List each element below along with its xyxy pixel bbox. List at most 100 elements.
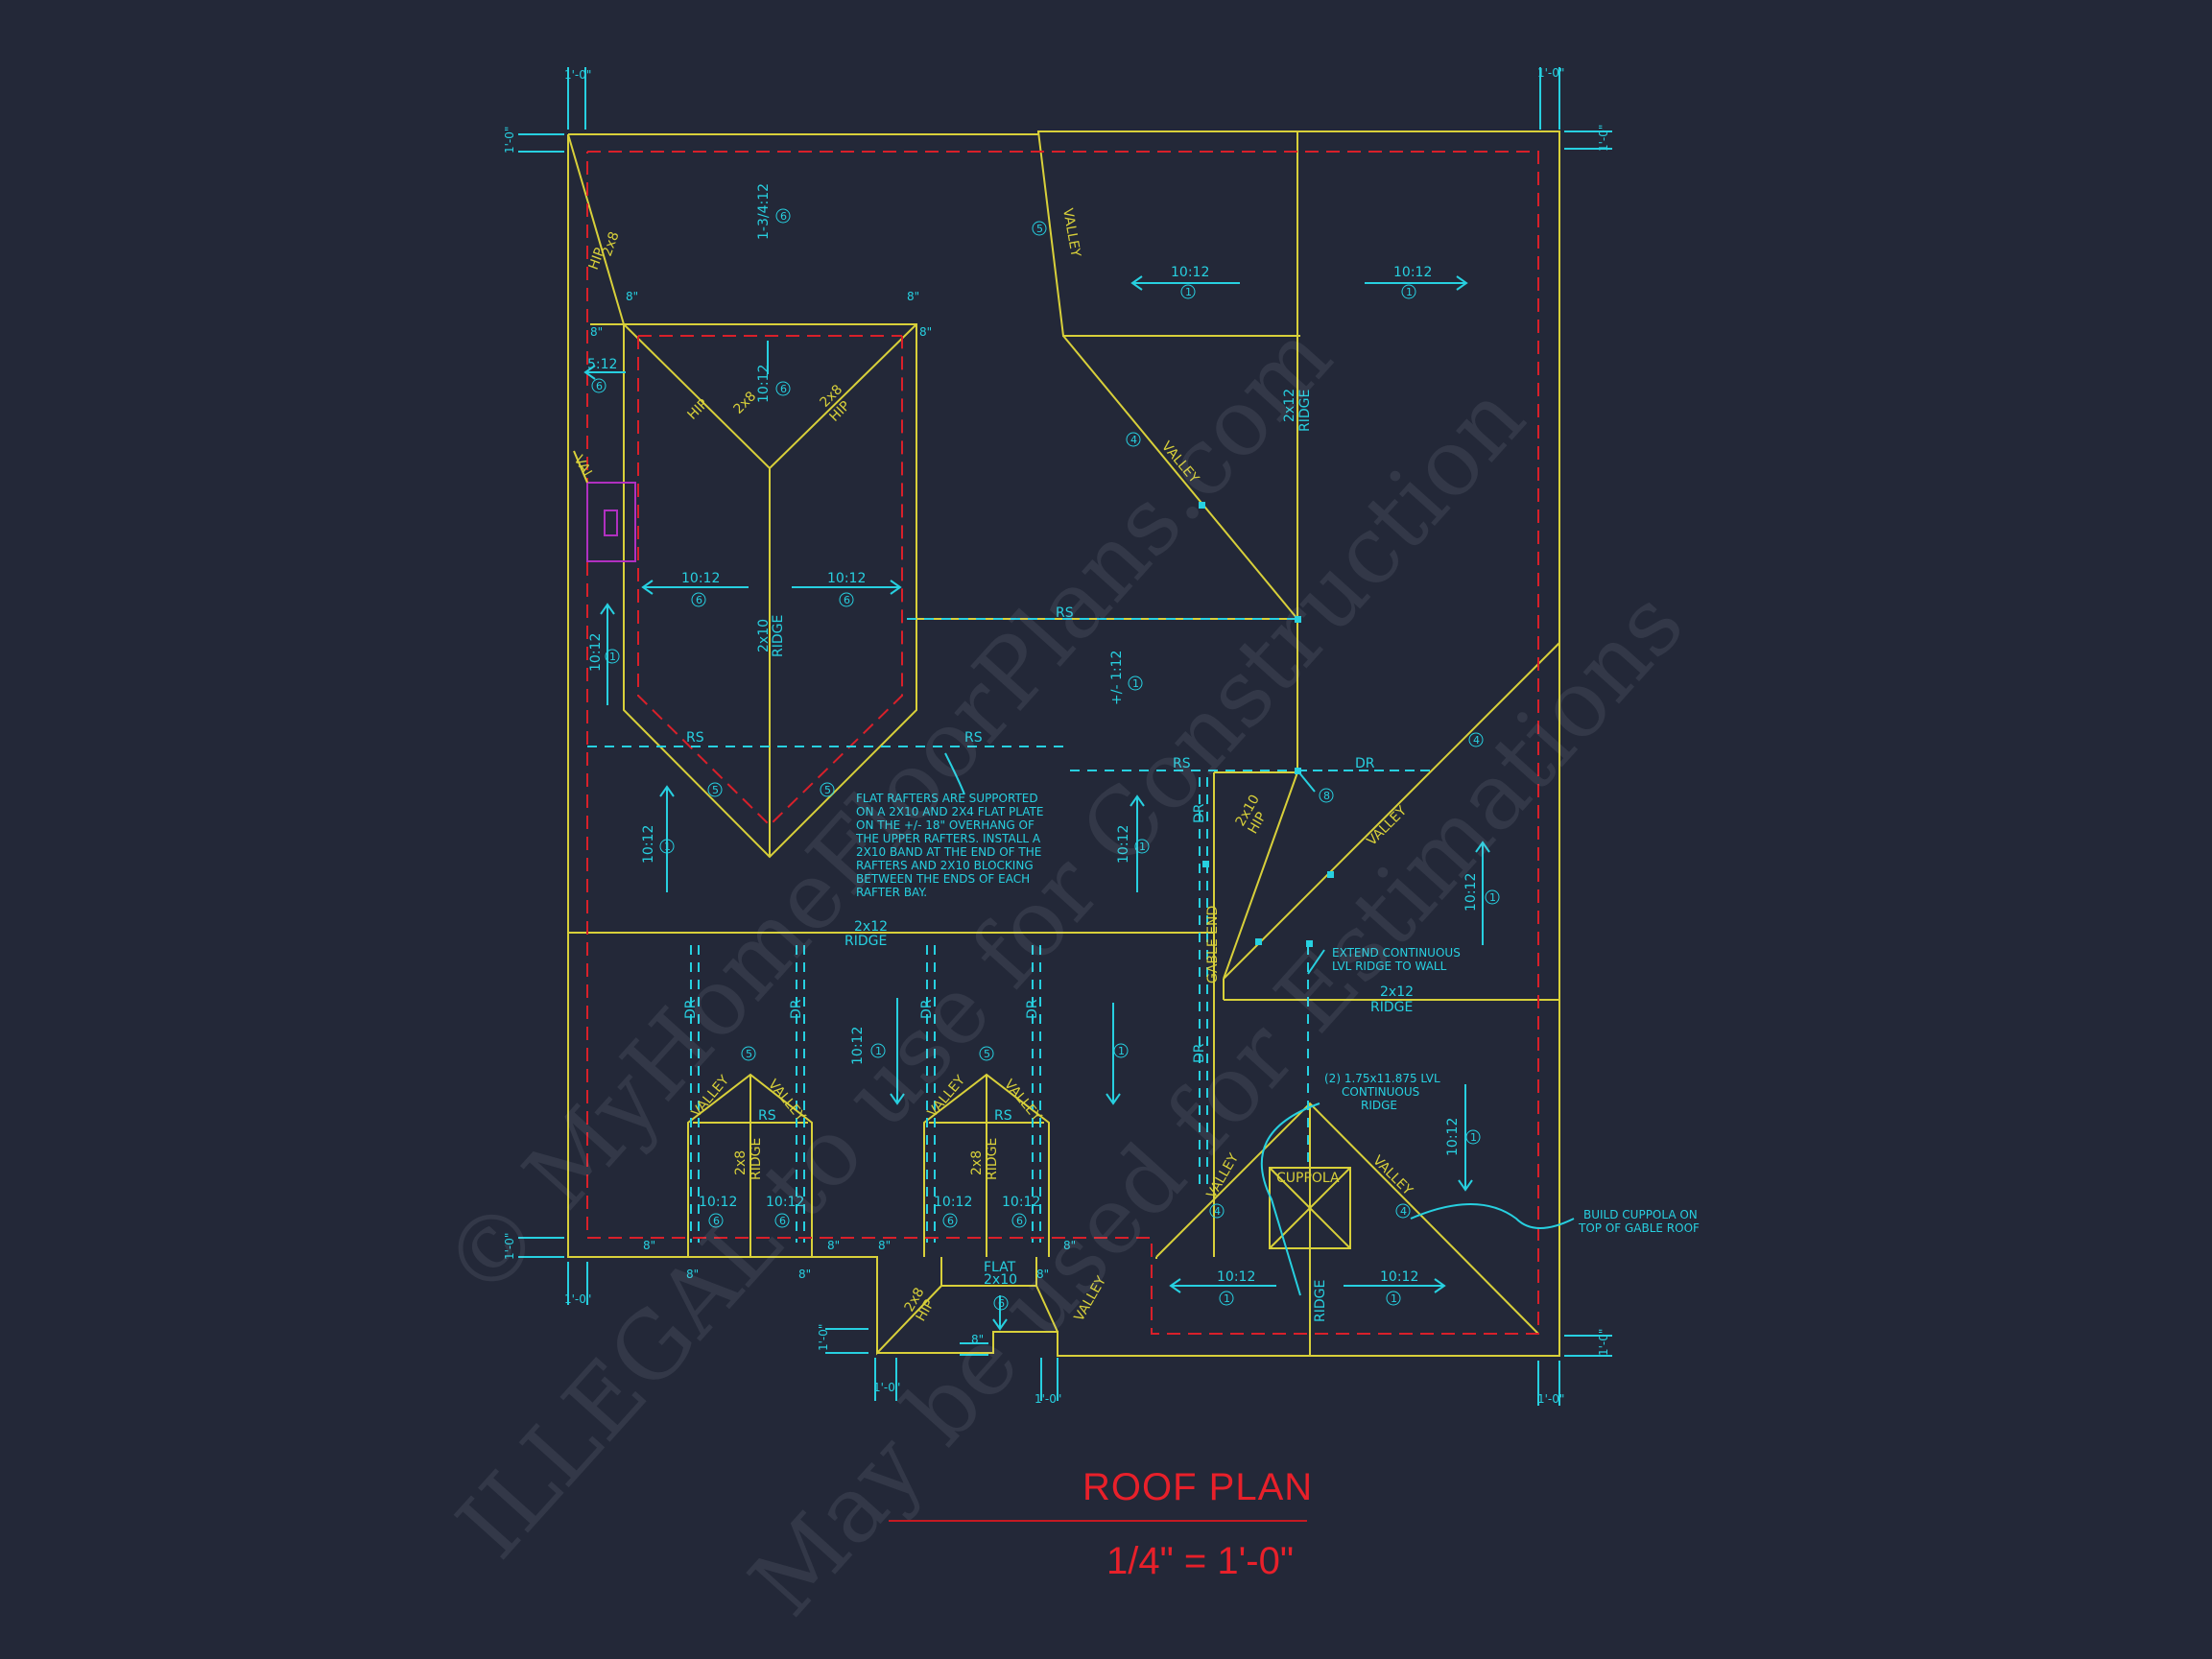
svg-text:6: 6 <box>998 1297 1005 1310</box>
svg-text:1'-0": 1'-0" <box>503 1233 516 1260</box>
svg-text:CONTINUOUS: CONTINUOUS <box>1342 1085 1419 1099</box>
svg-text:1: 1 <box>1391 1292 1397 1305</box>
pitch-label: 5:12 <box>587 357 617 372</box>
drawing-scale: 1/4" = 1'-0" <box>1106 1540 1295 1582</box>
svg-text:6: 6 <box>713 1215 720 1227</box>
ridge-size-label: 2x8 <box>969 1150 985 1175</box>
ridge-size-label: 2x8 <box>733 1150 749 1175</box>
svg-text:1: 1 <box>1185 286 1192 298</box>
svg-text:6: 6 <box>596 380 603 392</box>
pitch-label: 10:12 <box>1171 265 1209 280</box>
svg-text:1'-0": 1'-0" <box>817 1324 830 1351</box>
ridge-size-label: 2x12 <box>854 919 888 935</box>
rs-label: RS <box>686 730 704 746</box>
pitch-label: 1-3/4:12 <box>756 183 772 240</box>
svg-text:1: 1 <box>1118 1045 1125 1057</box>
cuppola-label: CUPPOLA <box>1276 1171 1340 1186</box>
dr-label: DR <box>789 999 804 1019</box>
svg-text:ON A 2X10 AND 2X4 FLAT PLATE: ON A 2X10 AND 2X4 FLAT PLATE <box>856 805 1043 818</box>
svg-text:1: 1 <box>1489 891 1496 904</box>
pitch-label: 10:12 <box>1380 1269 1418 1285</box>
svg-text:1'-0": 1'-0" <box>564 1292 591 1306</box>
svg-text:8": 8" <box>878 1239 891 1252</box>
svg-text:LVL RIDGE TO WALL: LVL RIDGE TO WALL <box>1332 960 1447 973</box>
svg-text:5: 5 <box>746 1048 752 1060</box>
ridge-label: RIDGE <box>1370 1000 1413 1015</box>
dr-label: DR <box>1192 803 1207 823</box>
svg-text:RAFTERS AND 2X10 BLOCKING: RAFTERS AND 2X10 BLOCKING <box>856 859 1034 872</box>
svg-text:8": 8" <box>907 290 919 303</box>
svg-text:6: 6 <box>696 594 702 606</box>
rs-label: RS <box>758 1108 776 1124</box>
ridge-label: RIDGE <box>985 1138 1000 1180</box>
svg-text:6: 6 <box>1016 1215 1023 1227</box>
hip-label: HIP <box>685 396 712 423</box>
svg-text:BETWEEN THE ENDS OF EACH: BETWEEN THE ENDS OF EACH <box>856 872 1030 886</box>
pitch-label: 10:12 <box>1445 1118 1461 1156</box>
annotation-lines <box>518 67 1612 1406</box>
dr-label: DR <box>1355 756 1375 771</box>
svg-text:8": 8" <box>686 1268 699 1281</box>
svg-text:4: 4 <box>1130 434 1137 446</box>
rs-label: RS <box>1173 756 1191 771</box>
dimension-labels: 1'-0" 1'-0" 1'-0" 1'-0" 1'-0" 1'-0" 1'-0… <box>503 66 1610 1406</box>
hip-label: HIP <box>586 246 608 272</box>
rs-label: RS <box>964 730 983 746</box>
ridge-label: RIDGE <box>749 1138 764 1180</box>
ridge-size-label: 2x10 <box>756 619 772 652</box>
svg-text:RAFTER BAY.: RAFTER BAY. <box>856 886 927 899</box>
rs-label: RS <box>1056 605 1074 621</box>
svg-text:1: 1 <box>1406 286 1413 298</box>
note-cuppola: BUILD CUPPOLA ON TOP OF GABLE ROOF <box>1578 1208 1700 1235</box>
overhang-dashed-line <box>586 151 1539 1335</box>
pitch-label: 10:12 <box>1116 825 1131 864</box>
svg-text:1'-0": 1'-0" <box>503 127 516 154</box>
svg-text:8": 8" <box>971 1333 984 1346</box>
member-tags: 1 1 6 6 6 6 6 5 4 4 4 4 5 5 5 5 1 1 1 1 … <box>591 208 1500 1311</box>
svg-text:5: 5 <box>824 784 831 796</box>
flat-size-label: 2x10 <box>984 1272 1017 1288</box>
svg-text:1: 1 <box>1139 841 1146 853</box>
dr-label: DR <box>919 999 935 1019</box>
pitch-label: 10:12 <box>699 1195 737 1210</box>
dr-label: DR <box>1025 999 1040 1019</box>
chimney <box>586 482 636 562</box>
pitch-label: 10:12 <box>1393 265 1432 280</box>
svg-text:TOP OF GABLE ROOF: TOP OF GABLE ROOF <box>1578 1221 1700 1235</box>
dr-label: DR <box>683 999 699 1019</box>
rs-label: RS <box>994 1108 1012 1124</box>
pitch-label: 10:12 <box>1002 1195 1040 1210</box>
pitch-label: 10:12 <box>588 633 604 672</box>
svg-text:1'-0": 1'-0" <box>1537 66 1564 80</box>
svg-text:1'-0": 1'-0" <box>564 68 591 82</box>
valley-label: VALLEY <box>1369 1153 1415 1199</box>
svg-text:1'-0": 1'-0" <box>1597 125 1610 152</box>
pitch-label: 10:12 <box>934 1195 972 1210</box>
svg-text:THE UPPER RAFTERS. INSTALL A: THE UPPER RAFTERS. INSTALL A <box>855 832 1041 845</box>
svg-text:5: 5 <box>984 1048 990 1060</box>
svg-text:6: 6 <box>844 594 850 606</box>
svg-text:2X10 BAND AT THE END OF THE: 2X10 BAND AT THE END OF THE <box>856 845 1041 859</box>
svg-text:8": 8" <box>1036 1268 1049 1281</box>
pitch-label: 10:12 <box>1217 1269 1255 1285</box>
svg-text:EXTEND CONTINUOUS: EXTEND CONTINUOUS <box>1332 946 1461 960</box>
svg-text:8": 8" <box>798 1268 811 1281</box>
gable-end-label: GABLE END <box>1205 906 1221 984</box>
pitch-label: 10:12 <box>681 571 720 586</box>
svg-text:8": 8" <box>919 325 932 339</box>
svg-text:ON THE +/- 18" OVERHANG OF: ON THE +/- 18" OVERHANG OF <box>856 818 1035 832</box>
ridge-size-label: 2x12 <box>1282 389 1297 422</box>
ridge-size-label: 2x12 <box>1380 984 1414 1000</box>
hip-size-label: 2x8 <box>600 229 623 258</box>
svg-text:8": 8" <box>827 1239 840 1252</box>
svg-text:1: 1 <box>1132 677 1139 690</box>
note-flat-rafters: FLAT RAFTERS ARE SUPPORTED ON A 2X10 AND… <box>855 792 1043 899</box>
pitch-label: 10:12 <box>1463 873 1479 912</box>
note-lvl-beam: (2) 1.75x11.875 LVL CONTINUOUS RIDGE <box>1324 1072 1440 1112</box>
svg-text:8: 8 <box>1323 790 1330 802</box>
pitch-label: 10:12 <box>756 365 772 403</box>
dr-label: DR <box>1192 1043 1207 1063</box>
chimney-valley <box>573 450 588 484</box>
ridge-label: RIDGE <box>771 615 786 657</box>
pitch-label: +/- 1:12 <box>1109 651 1125 705</box>
